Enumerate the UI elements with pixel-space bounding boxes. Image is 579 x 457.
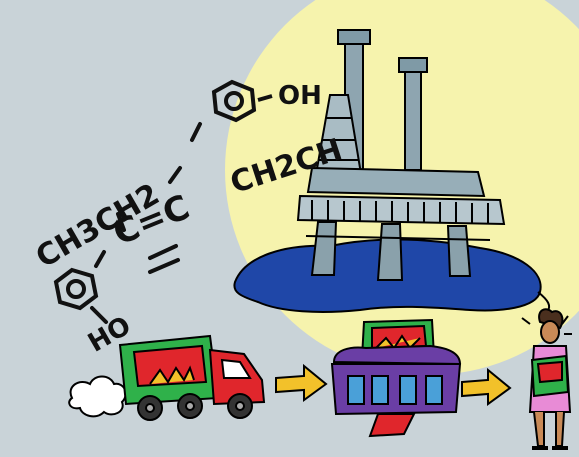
- benzene-ring-top: [211, 79, 257, 123]
- arrow-right-icon: [275, 363, 328, 402]
- delivery-truck: [118, 334, 266, 421]
- benzene-ring-bottom: [53, 267, 99, 311]
- oil-platform: [296, 29, 506, 281]
- factory-building: [330, 318, 462, 438]
- consumer-person: [521, 308, 572, 450]
- exhaust-cloud: [68, 375, 127, 418]
- hydroxyl-top-label: OH: [278, 81, 322, 111]
- arrow-right-icon: [461, 367, 512, 406]
